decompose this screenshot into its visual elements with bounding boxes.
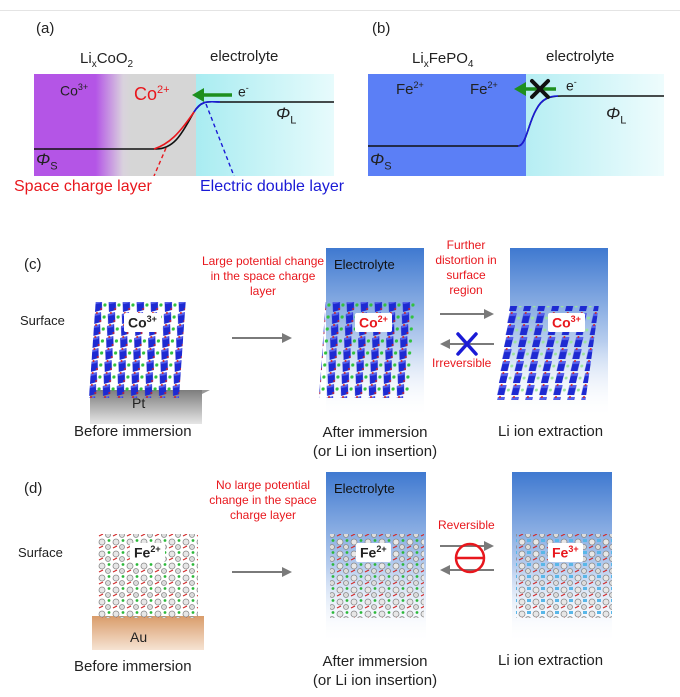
pt-label: Pt <box>132 395 146 411</box>
before-immersion-label-d: Before immersion <box>74 658 192 675</box>
electron-label-a: e- <box>238 83 249 100</box>
lfp-solid-region <box>368 74 526 176</box>
electrolyte-label-c: Electrolyte <box>334 257 395 272</box>
panel-a-electrolyte-label: electrolyte <box>210 48 279 65</box>
surface-label-c: Surface <box>20 313 65 328</box>
after-immersion-label-c: After immersion (or Li ion insertion) <box>312 424 438 460</box>
electron-label-b: e- <box>566 77 577 94</box>
space-charge-guide <box>153 147 167 176</box>
double-layer-curve <box>193 100 221 113</box>
panel-b-tag: (b) <box>372 20 391 37</box>
panel-a-tag: (a) <box>36 20 55 37</box>
lfp-before-crystal <box>92 534 204 650</box>
phi-s-label-a: ΦS <box>36 150 58 173</box>
au-label: Au <box>130 629 148 645</box>
co3-ion-label-a: Co3+ <box>60 82 89 99</box>
reversible-forward-arrow <box>440 541 494 551</box>
window-top-edge <box>0 0 680 11</box>
fe2-ion-label-b-left: Fe2+ <box>396 80 424 98</box>
space-charge-layer-label: Space charge layer <box>14 178 152 195</box>
panel-a-material-label: LixCoO2 <box>80 50 134 70</box>
double-layer-guide <box>205 103 235 176</box>
irreversible-cross-icon <box>456 332 478 356</box>
arrow-d-1 <box>232 567 292 577</box>
backward-arrow-c <box>440 339 494 349</box>
ion-label-d-extract: Fe3+ <box>548 543 583 562</box>
extraction-label-d: Li ion extraction <box>498 652 604 669</box>
ion-label-c-after: Co2+ <box>355 313 392 332</box>
ion-label-c-extract: Co3+ <box>548 313 585 332</box>
arrow-c-1 <box>232 333 292 343</box>
panel-b-material-label: LixFePO4 <box>412 50 474 70</box>
before-immersion-label-c: Before immersion <box>74 423 192 440</box>
ion-label-d-after: Fe2+ <box>356 543 391 562</box>
panel-d-tag: (d) <box>24 480 43 497</box>
phi-l-label-b: ΦL <box>606 104 627 127</box>
extraction-label-c: Li ion extraction <box>498 423 604 440</box>
forward-arrow-c <box>440 309 494 319</box>
note-large-potential-change: Large potential change in the space char… <box>201 254 325 298</box>
phi-l-label-a: ΦL <box>276 104 297 127</box>
lco-solid-region <box>34 74 196 176</box>
lco-before-crystal <box>88 302 210 424</box>
panel-c-tag: (c) <box>24 256 42 273</box>
panel-b-diagram <box>368 74 664 176</box>
ion-label-d-before: Fe2+ <box>130 543 165 562</box>
surface-label-d: Surface <box>18 545 63 560</box>
reversible-circle-icon <box>454 542 486 574</box>
block-cross-icon <box>530 79 550 99</box>
note-no-large-potential-change: No large potential change in the space c… <box>209 478 317 522</box>
electrolyte-region-a <box>196 74 334 176</box>
panel-a-diagram <box>34 74 334 176</box>
ion-label-c-before: Co3+ <box>124 313 161 332</box>
panel-b-electrolyte-label: electrolyte <box>546 48 615 65</box>
note-further-distortion: Further distortion in surface region <box>435 238 497 297</box>
co2-ion-label-a: Co2+ <box>134 84 170 104</box>
panel-c-graphics <box>88 248 608 424</box>
au-substrate <box>92 616 204 650</box>
electrolyte-label-d: Electrolyte <box>334 481 395 496</box>
space-charge-curve <box>153 111 195 150</box>
double-layer-label: Electric double layer <box>200 178 345 195</box>
reversible-label: Reversible <box>438 518 495 532</box>
irreversible-label: Irreversible <box>432 356 492 370</box>
reversible-backward-arrow <box>440 565 494 575</box>
electrolyte-region-b <box>526 74 664 176</box>
phi-s-label-b: ΦS <box>370 150 392 173</box>
fe2-ion-label-b-right: Fe2+ <box>470 80 498 98</box>
after-immersion-label-d: After immersion (or Li ion insertion) <box>312 653 438 689</box>
